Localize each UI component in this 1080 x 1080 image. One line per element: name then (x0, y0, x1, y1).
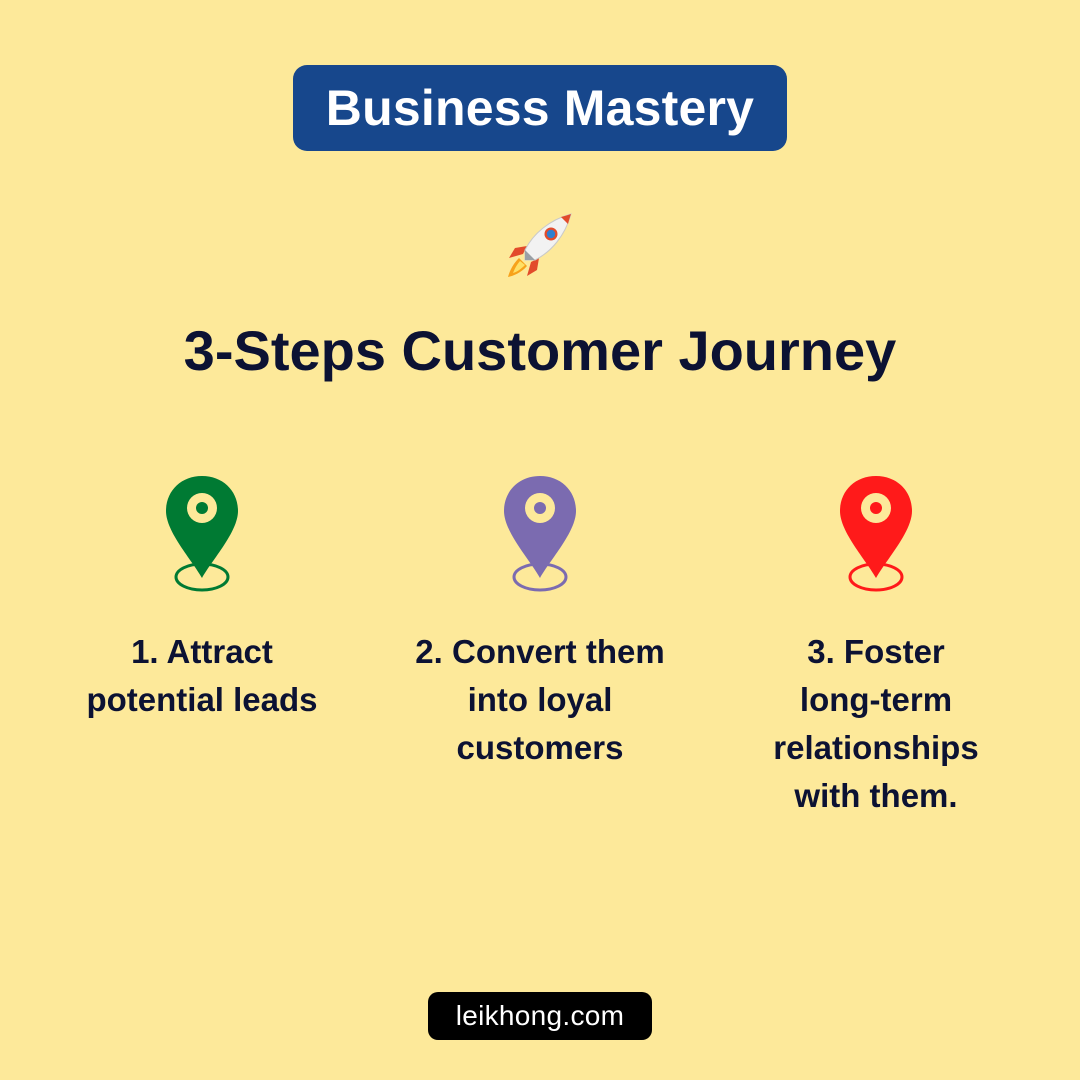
rocket-icon (508, 213, 572, 277)
step-label: 2. Convert them into loyal customers (415, 633, 665, 766)
page-title: 3-Steps Customer Journey (183, 319, 897, 382)
location-pin-icon (504, 476, 576, 592)
website-link[interactable]: leikhong.com (428, 992, 652, 1040)
brand-badge: Business Mastery (293, 65, 787, 151)
step-label: 1. Attract potential leads (86, 633, 318, 718)
location-pin-icon (840, 476, 912, 592)
location-pin-icon (166, 476, 238, 592)
step-label: 3. Foster long-term relationships with t… (773, 633, 979, 814)
